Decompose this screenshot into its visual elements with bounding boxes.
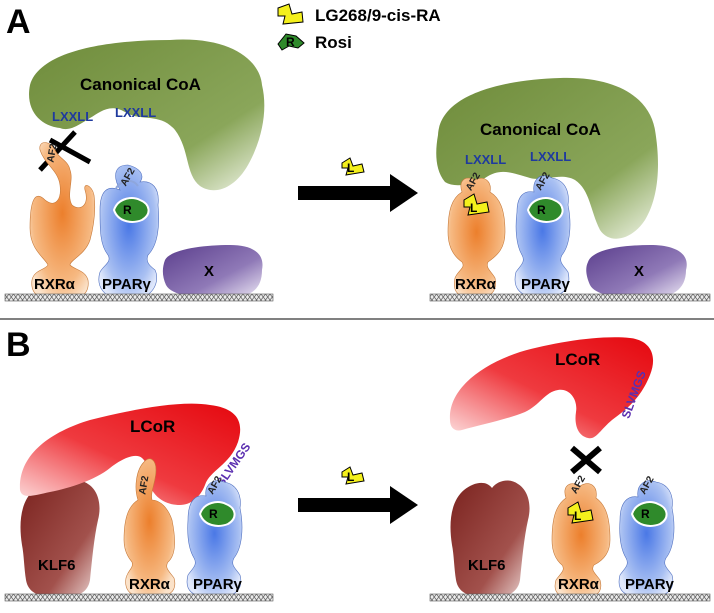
panel-b-left: KLF6 LCoR SLVMGS AF2 RXRα AF2 R PPARγ [4, 403, 274, 602]
lxxll-label-1: LXXLL [52, 109, 93, 124]
rxr-receptor-shape-b-right [551, 483, 611, 599]
rosi-ligand-icon-right [526, 197, 564, 223]
legend-ligand-label: LG268/9-cis-RA [315, 6, 441, 25]
ligand-legend-icon [277, 3, 304, 25]
klf6-shape [20, 480, 100, 598]
dna-strand [4, 293, 274, 302]
rosi-letter-b-left: R [209, 507, 218, 521]
rxr-label-right: RXRα [455, 276, 497, 293]
rosi-legend-icon [277, 33, 305, 51]
klf6-label: KLF6 [38, 557, 76, 574]
canonical-coa-shape [29, 39, 265, 191]
canonical-coa-label: Canonical CoA [80, 75, 201, 94]
af2-rxr-label: AF2 [46, 142, 60, 163]
panel-label-b: B [6, 326, 31, 364]
dna-strand-right [429, 293, 711, 302]
ppar-label-right: PPARγ [521, 276, 571, 293]
block-cross-icon-b [570, 445, 602, 475]
panel-b-right: LCoR SLVMGS KLF6 AF2 L RXRα AF2 R PPARγ [429, 337, 711, 602]
klf6-shape-right [450, 480, 530, 598]
ligand-icon-bound-a [463, 193, 490, 216]
dna-strand-b-right [429, 593, 711, 602]
ligand-icon-a [341, 157, 365, 176]
lcor-shape [19, 403, 241, 505]
x-factor-label: X [204, 263, 214, 280]
rxr-label: RXRα [34, 276, 76, 293]
af2-rxr-label-b-left: AF2 [137, 475, 151, 496]
lcor-label-right: LCoR [555, 350, 600, 369]
ligand-letter-bound-a: L [470, 201, 477, 215]
legend-rosi-label: Rosi [315, 33, 352, 52]
panel-a-left: Canonical CoA LXXLL LXXLL AF2 RXRα AF2 R… [4, 39, 274, 302]
ppar-label-b-left: PPARγ [193, 576, 243, 593]
x-factor-shape-right [586, 245, 687, 298]
lxxll-label-2: LXXLL [115, 105, 156, 120]
panel-label-a: A [6, 3, 31, 41]
rosi-ligand-icon-b-left [198, 501, 236, 527]
rxr-label-b-left: RXRα [129, 576, 171, 593]
rosi-letter: R [123, 203, 132, 217]
canonical-coa-shape-right [436, 77, 658, 239]
legend: LG268/9-cis-RA R Rosi [277, 3, 441, 52]
canonical-coa-label-right: Canonical CoA [480, 120, 601, 139]
block-cross-icon [38, 130, 92, 172]
x-factor-shape [162, 245, 263, 298]
rosi-ligand-icon [112, 197, 150, 223]
rosi-letter-b-right: R [641, 507, 650, 521]
ligand-letter-a: L [347, 161, 354, 175]
dna-strand-b-left [4, 593, 274, 602]
ligand-icon-bound-b [567, 501, 594, 524]
lxxll-label-3: LXXLL [465, 152, 506, 167]
rosi-letter-right: R [537, 203, 546, 217]
ppar-label-b-right: PPARγ [625, 576, 675, 593]
rxr-receptor-shape-right [447, 177, 506, 299]
rxr-label-b-right: RXRα [558, 576, 600, 593]
ligand-letter-b: L [347, 470, 354, 484]
klf6-label-right: KLF6 [468, 557, 506, 574]
ligand-letter-bound-b: L [574, 509, 581, 523]
lcor-label: LCoR [130, 417, 175, 436]
ligand-icon-b [341, 466, 365, 485]
rxr-receptor-shape-b-left [123, 458, 176, 599]
panel-a-right: Canonical CoA LXXLL LXXLL AF2 L RXRα AF2… [429, 77, 711, 302]
x-factor-label-right: X [634, 263, 644, 280]
rosi-legend-letter: R [286, 35, 295, 49]
rosi-ligand-icon-b-right [630, 501, 668, 527]
lcor-shape-right [449, 337, 654, 439]
lxxll-label-4: LXXLL [530, 149, 571, 164]
ppar-receptor-shape [98, 164, 159, 301]
ppar-label: PPARγ [102, 276, 152, 293]
